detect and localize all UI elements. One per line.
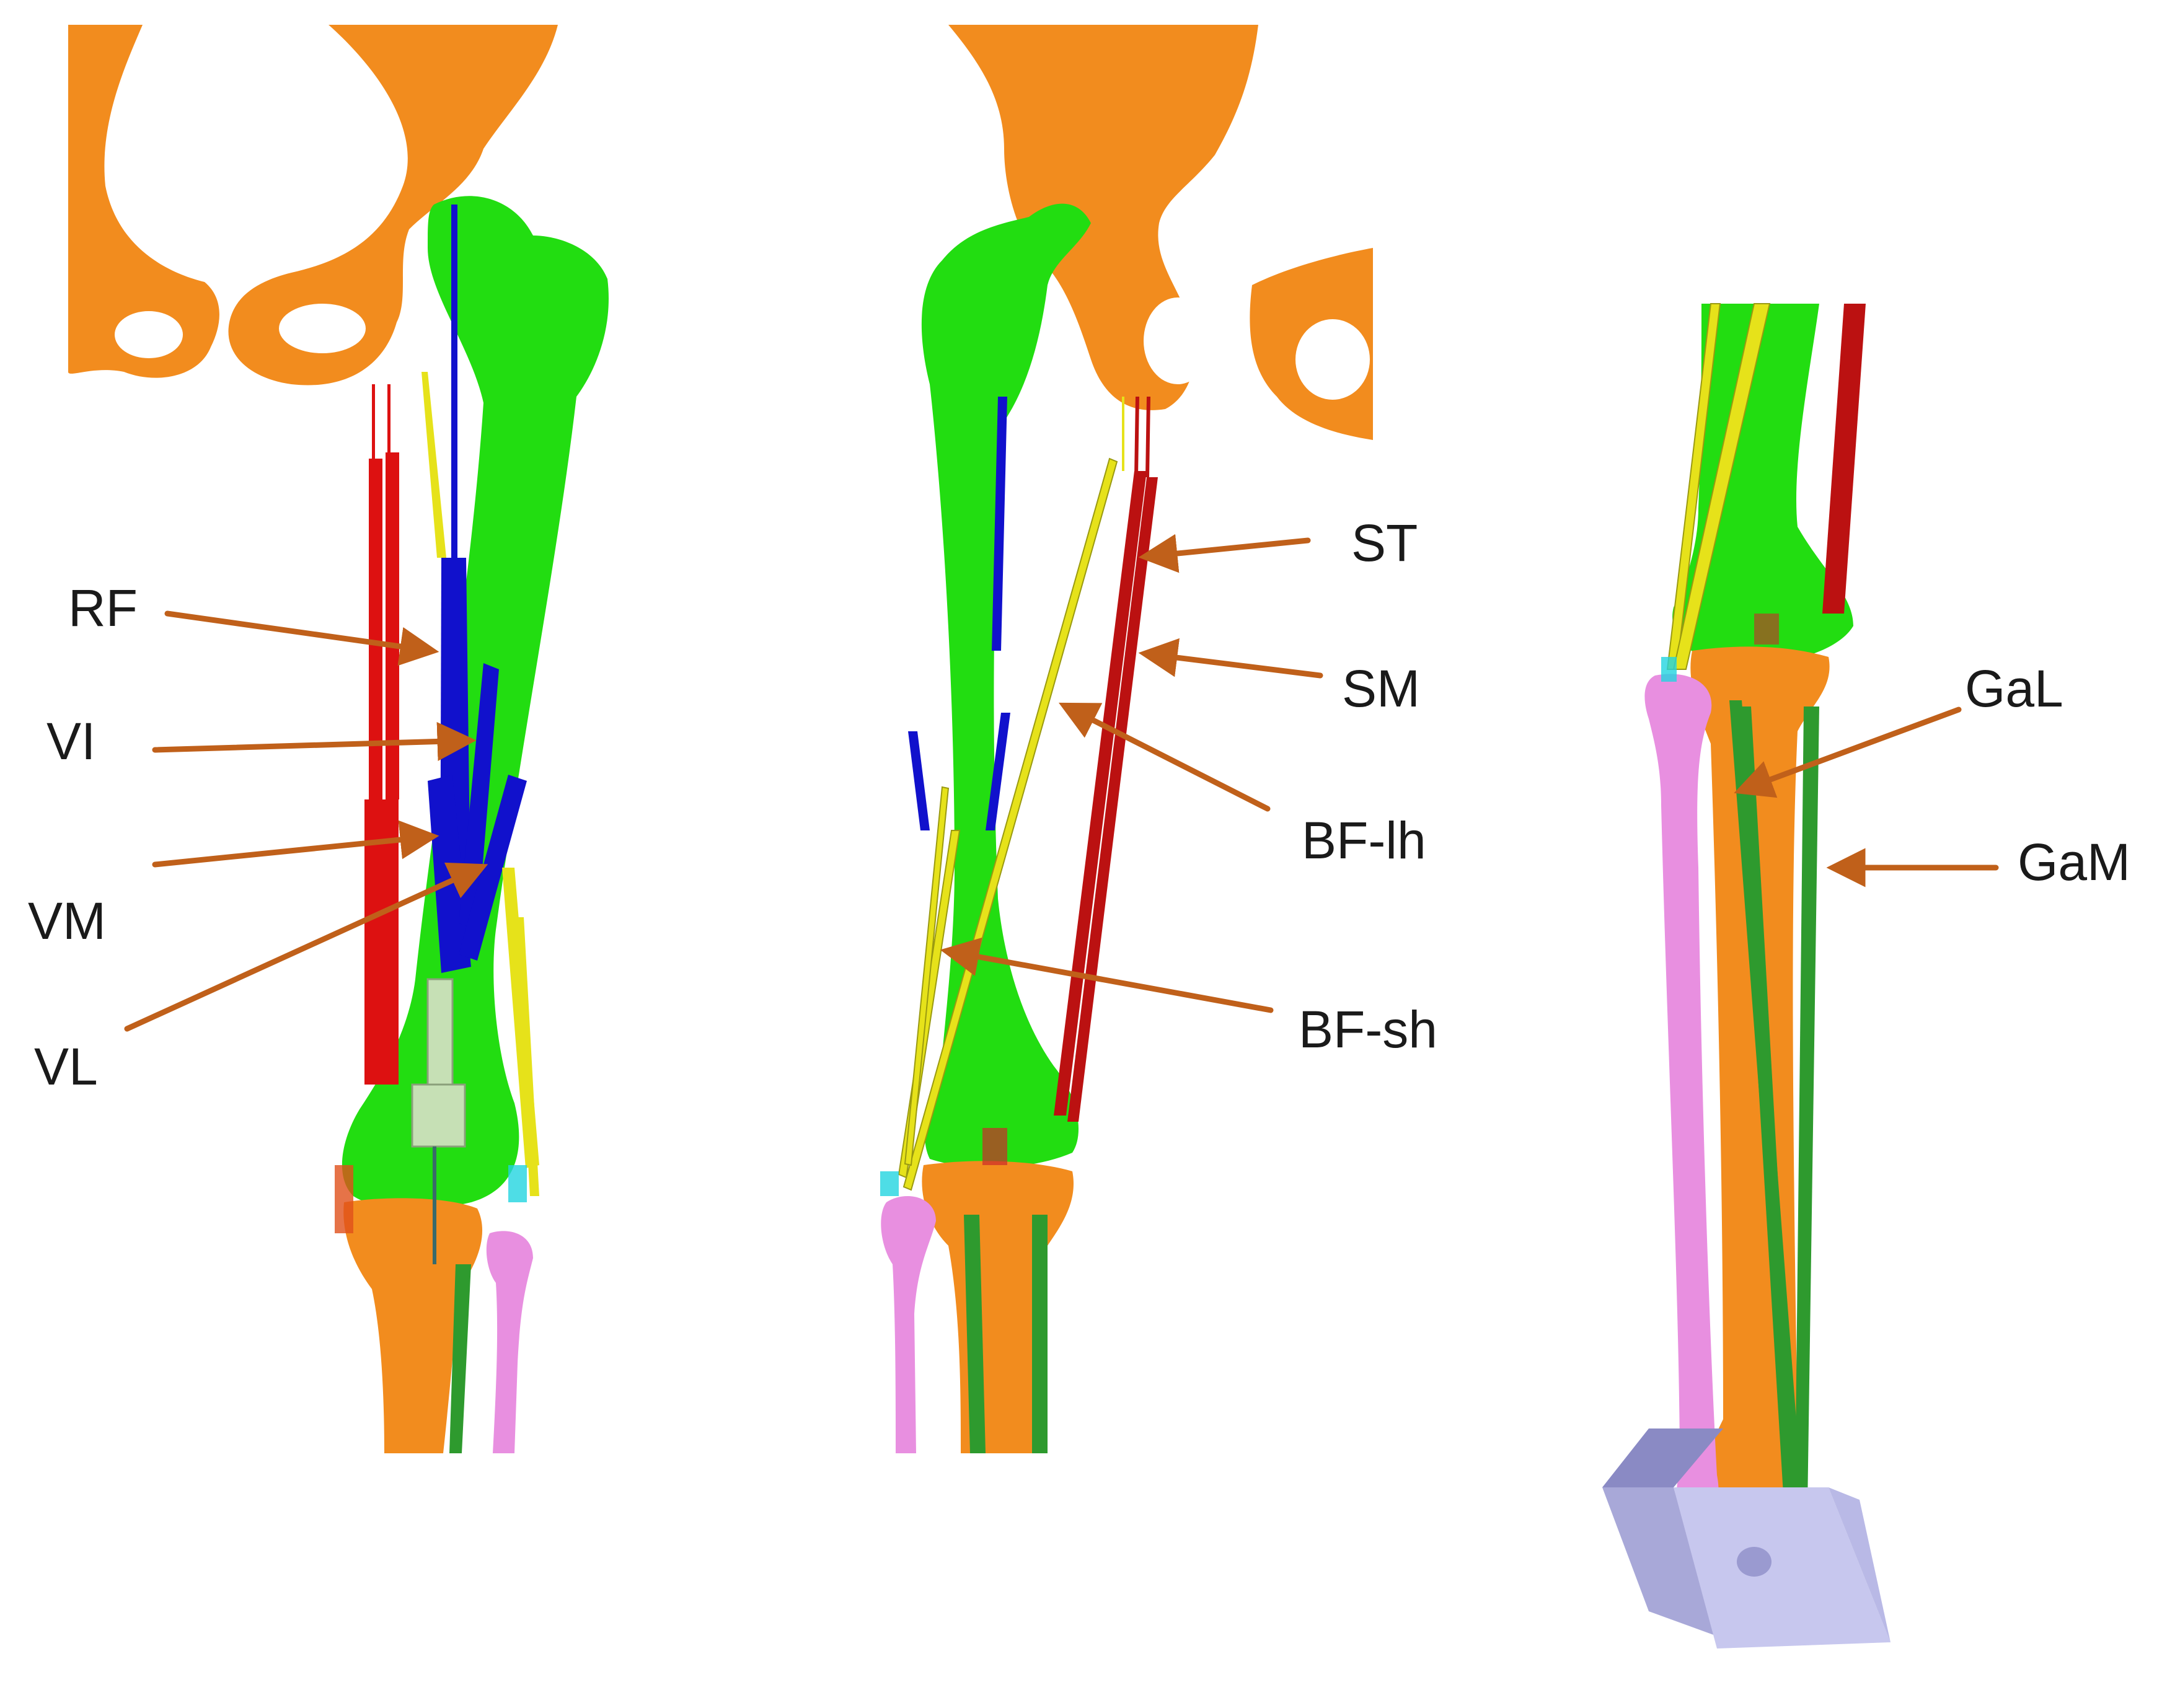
arrow-gal <box>1734 707 1962 798</box>
fibula-panel1 <box>486 1231 533 1453</box>
red-muscle-group-panel3 <box>1822 304 1866 614</box>
arrow-vl <box>124 862 488 1032</box>
yellow-muscle-group-panel1 <box>421 372 539 1196</box>
label-gal: GaL <box>1965 659 2063 718</box>
blue-muscle-group-panel2 <box>908 397 1010 830</box>
lower-leg-view-panel <box>1602 303 1891 1649</box>
red-muscle-group-panel1 <box>364 384 399 1085</box>
label-arrows <box>124 534 1999 1032</box>
tibia-panel2 <box>922 1161 1074 1453</box>
implant-component-panel1 <box>411 978 466 1264</box>
arrow-bfsh <box>940 937 1274 1013</box>
label-gam: GaM <box>2018 833 2130 891</box>
arrow-sm <box>1138 638 1323 679</box>
yellow-biceps-femoris-group-panel2 <box>898 457 1118 1191</box>
femur-panel2 <box>921 203 1091 1168</box>
anterior-view-panel <box>68 25 609 1453</box>
femur-distal-panel3 <box>1672 304 1853 665</box>
foot-block-panel3 <box>1602 1428 1891 1649</box>
pelvis-right-panel1 <box>228 25 558 385</box>
red-hamstring-group-panel2 <box>1054 397 1158 1122</box>
arrow-vi <box>152 721 477 761</box>
muscle-labels: RF VI VM VL ST SM BF-lh BF-sh GaL GaM <box>28 514 2130 1096</box>
label-bflh: BF-lh <box>1302 811 1426 869</box>
yellow-tendon-panel2 <box>1122 397 1124 471</box>
femur-panel1 <box>342 196 609 1209</box>
green-gastrocnemius-group-panel3 <box>1729 700 1819 1549</box>
label-vm: VM <box>28 892 106 950</box>
fibula-panel3 <box>1644 674 1719 1537</box>
knee-marker-cluster-panel3 <box>1661 614 1779 682</box>
tibia-panel1 <box>343 1198 483 1453</box>
label-vl: VL <box>34 1037 98 1096</box>
label-sm: SM <box>1342 659 1420 718</box>
arrow-bflh <box>1058 702 1271 812</box>
posterior-view-panel <box>880 25 1373 1453</box>
arrow-vm <box>152 820 439 868</box>
pelvis-main-panel2 <box>948 25 1258 410</box>
fibula-panel2 <box>881 1196 936 1453</box>
green-muscle-group-panel1 <box>449 1264 471 1453</box>
label-bfsh: BF-sh <box>1299 1000 1437 1059</box>
arrow-rf <box>164 610 439 666</box>
green-muscle-group-panel2 <box>964 1215 1048 1453</box>
knee-marker-cluster-panel1 <box>335 1165 527 1233</box>
knee-marker-cluster-panel2 <box>880 1128 1007 1196</box>
label-vi: VI <box>46 712 95 770</box>
pelvis-left-panel1 <box>68 25 219 378</box>
label-rf: RF <box>68 579 138 637</box>
arrow-st <box>1138 534 1311 573</box>
label-st: ST <box>1351 514 1418 572</box>
